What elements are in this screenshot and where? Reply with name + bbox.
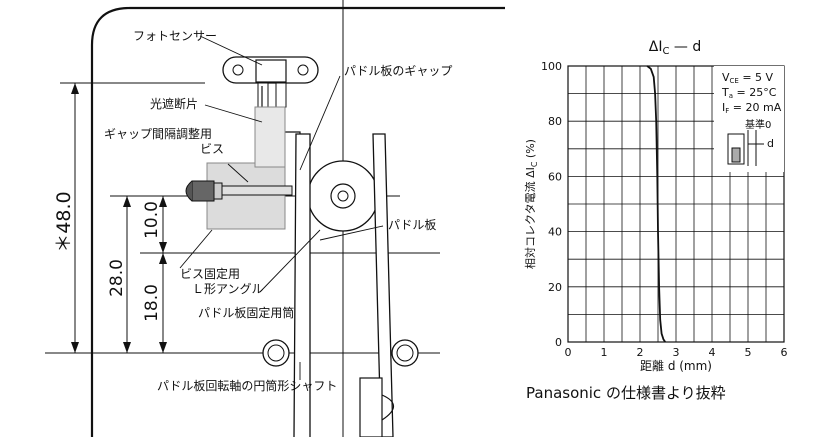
conditions-backdrop (716, 68, 782, 116)
label-shade-piece: 光遮断片 (150, 96, 198, 111)
conditions: VCE = 5 VTa = 25°CIF = 20 mA (716, 68, 782, 170)
condition-text: IF = 20 mA (722, 101, 782, 115)
label-paddle-plate: パドル板 (388, 218, 436, 232)
x-tick-label: 4 (709, 346, 716, 359)
series-group (646, 65, 666, 343)
y-axis-label: 相対コレクタ電流 ΔIC (%) (523, 139, 539, 269)
gap-adjust-screw (185, 180, 293, 202)
x-tick-label: 5 (745, 346, 752, 359)
inset-d-label: d (767, 137, 774, 150)
dim-lower: 18.0 (142, 284, 162, 322)
series-line (646, 65, 666, 343)
condition-text: Ta = 25°C (721, 86, 777, 100)
bottom-mechanism (359, 377, 383, 437)
y-tick-label: 0 (555, 336, 562, 349)
dimension-lines (71, 83, 167, 353)
x-tick-label: 0 (565, 346, 572, 359)
label-paddle-gap: パドル板のギャップ (344, 64, 452, 78)
y-tick-label: 40 (548, 226, 562, 239)
y-tick-label: 60 (548, 170, 562, 183)
x-tick-label: 3 (673, 346, 680, 359)
dim-total: ＊48.0 (53, 191, 75, 252)
label-screw-angle-1: ビス固定用 (180, 266, 240, 281)
dim-left: 28.0 (107, 259, 127, 297)
x-axis-label: 距離 d (mm) (640, 359, 712, 373)
label-screw-angle-2: Ｌ形アングル (192, 282, 264, 296)
label-gap-screw-1: ギャップ間隔調整用 (104, 126, 212, 141)
rotation-shaft-right (391, 339, 419, 367)
paddle-sensor-diagram: フォトセンサー パドル板のギャップ 光遮断片 ギャップ間隔調整用 ビス パドル板… (45, 0, 505, 437)
inset-ref-label: 基準0 (745, 118, 771, 131)
x-tick-label: 2 (637, 346, 644, 359)
chart-title: ΔIC — d (649, 39, 702, 57)
measurement-inset: 基準0 d (727, 118, 774, 166)
label-gap-screw-2: ビス (200, 142, 224, 156)
l-angle-bracket (206, 106, 286, 230)
rotation-shaft-left (262, 339, 290, 367)
caption: Panasonic の仕様書より抜粋 (526, 384, 726, 402)
delta-ic-chart: ΔIC — d 0 1 2 3 4 5 6 0 20 40 60 80 100 距離 d (mm) 相… (523, 39, 788, 373)
label-shaft: パドル板回転軸の円筒形シャフト (157, 378, 337, 393)
photo-sensor (222, 56, 319, 108)
inset-backdrop (716, 120, 782, 170)
paddle-plate-right (372, 133, 394, 437)
dim-upper: 10.0 (142, 201, 162, 239)
housing-outline (90, 6, 505, 437)
label-paddle-tube: パドル板固定用筒 (198, 305, 294, 320)
x-tick-labels: 0 1 2 3 4 5 6 (565, 346, 788, 359)
condition-text: VCE = 5 V (722, 71, 774, 85)
y-tick-label: 100 (541, 60, 562, 73)
x-tick-label: 1 (601, 346, 608, 359)
paddle-plate-left (293, 133, 311, 437)
y-tick-label: 80 (548, 115, 562, 128)
label-photo-sensor: フォトセンサー (133, 29, 217, 43)
x-tick-label: 6 (781, 346, 788, 359)
y-tick-labels: 0 20 40 60 80 100 (541, 60, 562, 349)
paddle-fixing-tube (307, 160, 379, 232)
y-tick-label: 20 (548, 281, 562, 294)
